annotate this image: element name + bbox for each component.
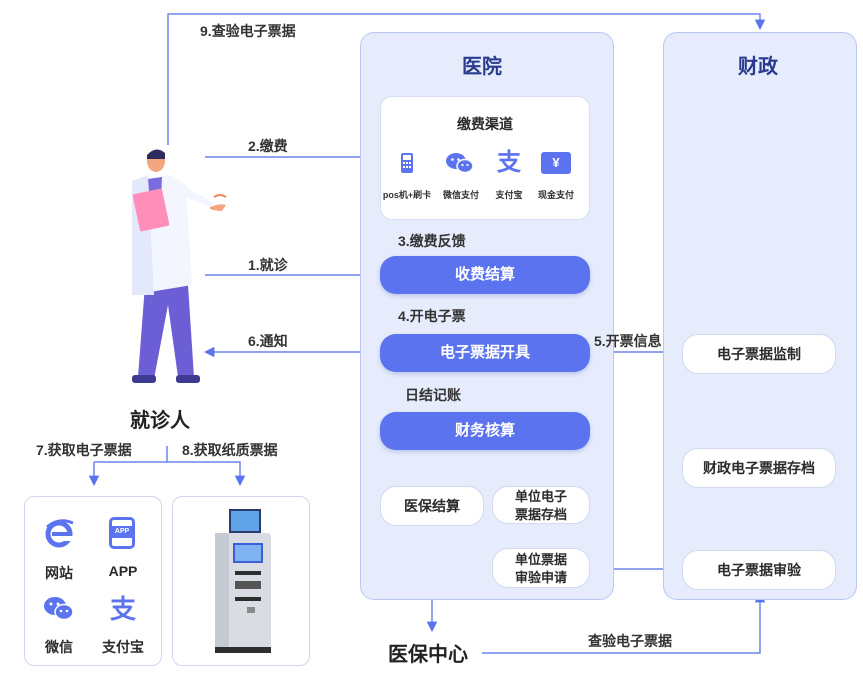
alipay-icon: 支 xyxy=(497,149,521,176)
patient-figure xyxy=(110,145,250,390)
channel-wechat-label: 微信 xyxy=(45,639,73,655)
unit-archive-line2: 票据存档 xyxy=(514,507,567,522)
channel-label-pos: pos机+刷卡 xyxy=(382,190,432,200)
center-verify-label: 查验电子票据 xyxy=(588,633,672,649)
unit-audit-request-box: 单位票据 审验申请 xyxy=(492,548,590,588)
channel-app-label: APP xyxy=(108,563,138,579)
channel-label-wechat: 微信支付 xyxy=(442,190,479,200)
channel-alipay-label: 支付宝 xyxy=(102,639,144,655)
channel-website-label: 网站 xyxy=(45,565,73,581)
app-icon-text: APP xyxy=(111,526,133,538)
verify-top-arrow xyxy=(167,13,766,145)
finance-accounting-step: 财务核算 xyxy=(380,412,590,450)
get-e-invoice-label: 7.获取电子票据 xyxy=(36,442,132,458)
medical-insurance-settlement-box: 医保结算 xyxy=(380,486,484,526)
issue-invoice-step: 电子票据开具 xyxy=(380,334,590,372)
payment-channels-title: 缴费渠道 xyxy=(457,116,513,132)
patient-split-line xyxy=(93,446,241,470)
e-invoice-monitoring-box: 电子票据监制 xyxy=(682,334,836,374)
center-verify-arrow xyxy=(482,591,766,654)
get-paper-invoice-label: 8.获取纸质票据 xyxy=(182,442,278,458)
e-invoice-audit-box: 电子票据审验 xyxy=(682,550,836,590)
cash-icon: ¥ xyxy=(541,152,571,174)
visit-label: 1.就诊 xyxy=(248,257,288,273)
invoice-info-label: 5.开票信息 xyxy=(594,333,662,349)
unit-audit-request-line2: 审验申请 xyxy=(514,570,567,585)
finance-title: 财政 xyxy=(738,56,778,78)
pos-terminal-icon xyxy=(395,151,419,175)
payment-channels-card: 缴费渠道 pos机+刷卡 微信支付 支 支付宝 ¥ 现金支付 xyxy=(380,96,590,220)
daily-bookkeeping-label: 日结记账 xyxy=(405,387,461,403)
pay-label: 2.缴费 xyxy=(248,138,288,154)
kiosk-box xyxy=(172,496,310,666)
finance-panel xyxy=(663,32,857,600)
wechat-icon xyxy=(445,151,475,175)
fee-settlement-step: 收费结算 xyxy=(380,256,590,294)
unit-archive-line1: 单位电子 xyxy=(514,489,567,504)
alipay-icon: 支 xyxy=(109,594,136,624)
patient-title: 就诊人 xyxy=(130,410,190,432)
online-channels-box: 网站 APP APP 微信 支 支付宝 xyxy=(24,496,162,666)
ie-browser-icon xyxy=(43,517,75,549)
channel-label-alipay: 支付宝 xyxy=(495,190,523,200)
finance-invoice-archive-box: 财政电子票据存档 xyxy=(682,448,836,488)
open-invoice-label: 4.开电子票 xyxy=(398,308,466,324)
wechat-icon xyxy=(43,595,75,623)
hospital-title: 医院 xyxy=(462,56,502,78)
self-service-kiosk-icon xyxy=(207,507,277,657)
channel-label-cash: 现金支付 xyxy=(537,190,574,200)
notify-label: 6.通知 xyxy=(248,333,288,349)
unit-archive-box: 单位电子 票据存档 xyxy=(492,486,590,524)
verify-top-label: 9.查验电子票据 xyxy=(200,23,296,39)
medical-center-title: 医保中心 xyxy=(388,644,468,666)
unit-audit-request-line1: 单位票据 xyxy=(514,552,567,567)
payment-feedback-label: 3.缴费反馈 xyxy=(398,233,466,249)
app-icon: APP xyxy=(109,517,135,549)
